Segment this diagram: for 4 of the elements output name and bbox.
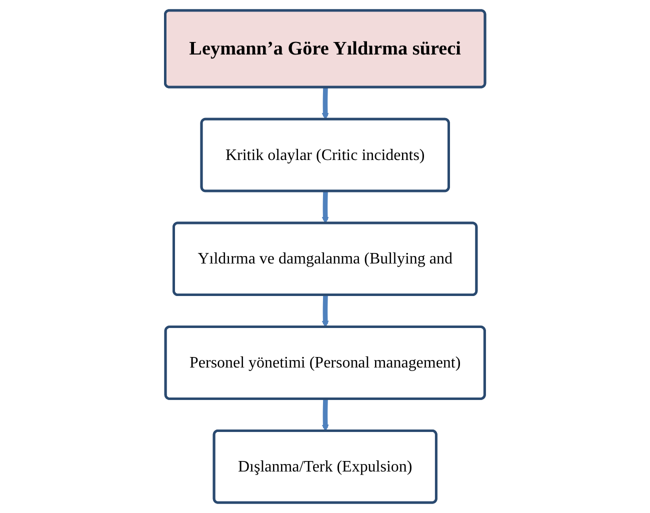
arrow: [322, 295, 329, 328]
arrow: [322, 191, 329, 224]
arrow: [322, 399, 329, 432]
arrow: [322, 87, 329, 120]
